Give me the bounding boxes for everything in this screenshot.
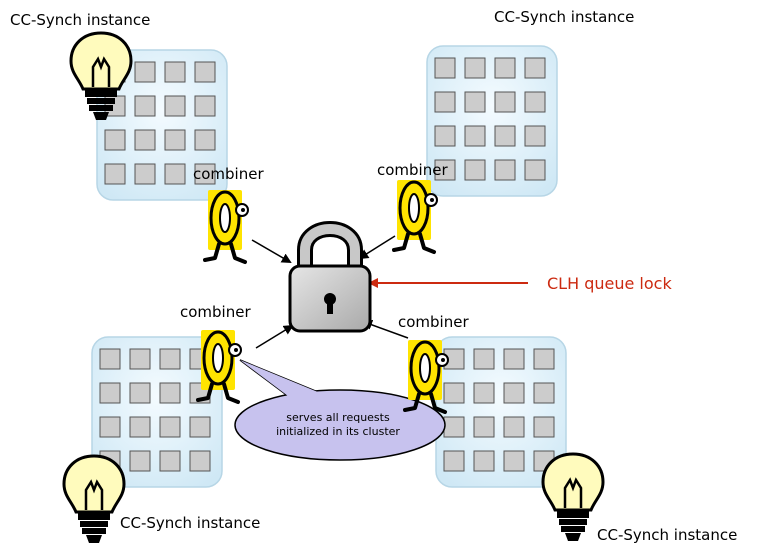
padlock-icon xyxy=(288,221,372,333)
combiner-character-icon xyxy=(392,178,439,254)
combiner-label-bottom-left: combiner xyxy=(180,303,251,321)
bubble-line-1: serves all requests xyxy=(286,411,390,424)
bubble-line-2: initialized in its cluster xyxy=(276,425,400,438)
instance-label-bottom-left: CC-Synch instance xyxy=(120,514,261,532)
arrow-combiner-bottom-right xyxy=(362,320,409,339)
speech-bubble xyxy=(234,359,446,461)
instance-label-top-left: CC-Synch instance xyxy=(10,11,151,29)
instance-label-bottom-right: CC-Synch instance xyxy=(597,526,738,544)
arrow-combiner-bottom-left xyxy=(255,324,294,349)
instance-label-top-right: CC-Synch instance xyxy=(494,8,635,26)
cluster-bottom-right xyxy=(435,336,567,488)
combiner-label-top-left: combiner xyxy=(193,165,264,183)
arrow-combiner-top-right xyxy=(358,235,396,260)
lightbulb-icon xyxy=(62,454,126,545)
combiner-label-bottom-right: combiner xyxy=(398,313,469,331)
lightbulb-icon xyxy=(541,452,605,543)
combiner-label-top-right: combiner xyxy=(377,161,448,179)
lock-label: CLH queue lock xyxy=(547,274,672,293)
arrow-combiner-top-left xyxy=(251,239,292,264)
combiner-character-icon xyxy=(203,188,250,264)
